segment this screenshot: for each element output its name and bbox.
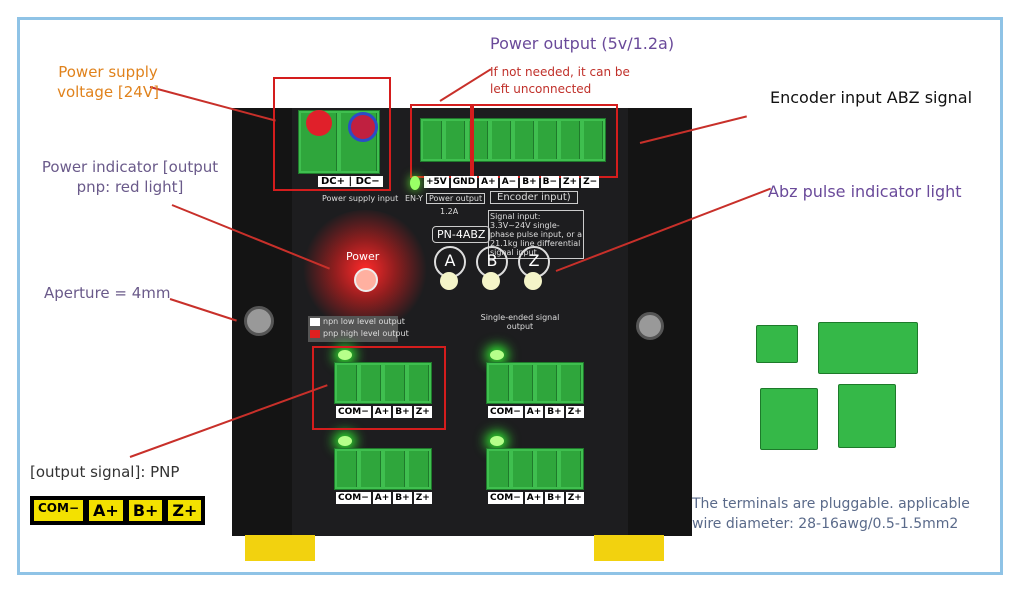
power-output-label: Power output — [426, 193, 486, 204]
output-terminal — [486, 448, 584, 490]
output-led — [490, 436, 504, 446]
output-type-legend — [308, 316, 398, 342]
output-pin-labels: COM−A+B+Z+ — [336, 492, 432, 504]
supply-voltage-annotation: Power supply voltage [24V] — [57, 63, 159, 101]
image-frame — [17, 17, 1003, 575]
power-indicator-annotation: Power indicator [output pnp: red light] — [41, 158, 219, 196]
highlight-encoder-input — [470, 104, 618, 178]
pin-legend: COM−A+B+Z+ — [30, 496, 206, 525]
pin-label: B+ — [393, 406, 412, 418]
pin-label: Z+ — [413, 492, 432, 504]
pin-label: +5V — [424, 176, 449, 188]
red-wire — [306, 110, 332, 136]
plug-terminal-4pin — [838, 384, 896, 448]
pin-label: Z+ — [565, 406, 584, 418]
output-signal-annotation: [output signal]: PNP — [30, 463, 180, 481]
pin-legend-item: Z+ — [166, 498, 204, 523]
npn-legend: npn low level output — [323, 317, 405, 326]
pin-label: A+ — [524, 406, 544, 418]
pin-label: Z+ — [565, 492, 584, 504]
pin-label: COM− — [336, 406, 371, 418]
mounting-hole — [636, 312, 664, 340]
pin-label: A+ — [479, 176, 498, 188]
aperture-annotation: Aperture = 4mm — [44, 284, 171, 302]
pin-label: B+ — [545, 406, 564, 418]
model-label: PN-4ABZ — [432, 226, 491, 243]
power-led — [354, 268, 378, 292]
pnp-swatch — [310, 330, 320, 338]
highlight-power-output — [410, 104, 474, 178]
plug-terminal-8pin — [818, 322, 918, 374]
plug-terminal-4pin — [760, 388, 818, 450]
output-terminal — [486, 362, 584, 404]
terminals-annotation: The terminals are pluggable. applicable … — [692, 496, 970, 532]
pin-label: Z− — [581, 176, 600, 188]
encoder-input-annotation: Encoder input ABZ signal — [770, 88, 973, 107]
output-led — [490, 350, 504, 360]
pin-label: A+ — [524, 492, 544, 504]
abz-indicator-annotation: Abz pulse indicator light — [768, 182, 962, 201]
pin-label: B+ — [520, 176, 539, 188]
highlight-power-supply — [273, 77, 391, 191]
en-led — [410, 176, 420, 190]
output-pin-labels: COM−A+B+Z+ — [488, 406, 584, 418]
led-z — [524, 272, 542, 290]
output-pin-labels: COM−A+B+Z+ — [336, 406, 432, 418]
pnp-legend: pnp high level output — [323, 329, 409, 338]
current-label: 1.2A — [440, 207, 459, 216]
output-terminal — [334, 362, 432, 404]
pin-label: Z+ — [413, 406, 432, 418]
pin-label: COM− — [336, 492, 371, 504]
led-a — [440, 272, 458, 290]
plug-terminal-2pin — [756, 325, 798, 363]
pin-label: Z+ — [561, 176, 580, 188]
pin-label: A+ — [372, 492, 392, 504]
pin-legend-item: A+ — [87, 498, 125, 523]
highlight-output-terminal — [312, 346, 446, 430]
power-supply-input-label: Power supply input — [322, 194, 399, 203]
output-led — [338, 350, 352, 360]
pin-label: GND — [450, 176, 478, 188]
led-b — [482, 272, 500, 290]
npn-swatch — [310, 318, 320, 326]
din-clip-right — [594, 535, 664, 561]
output-led — [338, 436, 352, 446]
mounting-hole — [244, 306, 274, 336]
pin-label: COM− — [488, 492, 523, 504]
pin-legend-item: B+ — [126, 498, 165, 523]
pin-label: COM− — [488, 406, 523, 418]
pin-label: A− — [499, 176, 519, 188]
dc-label: DC+ | DC− — [318, 176, 383, 187]
pin-label: B+ — [393, 492, 412, 504]
pin-label: A+ — [372, 406, 392, 418]
power-led-label: Power — [346, 250, 380, 263]
pin-legend-item: COM− — [32, 498, 86, 523]
encoder-input-label: Encoder input) — [490, 191, 578, 204]
din-clip-left — [245, 535, 315, 561]
blue-wire — [348, 112, 378, 142]
pin-label: B+ — [545, 492, 564, 504]
output-terminal — [334, 448, 432, 490]
unconnected-annotation: If not needed, it can be left unconnecte… — [490, 65, 630, 96]
en-label: EN-Y — [405, 194, 423, 203]
output-pin-labels: COM−A+B+Z+ — [488, 492, 584, 504]
pin-label: B− — [540, 176, 560, 188]
single-ended-label: Single-ended signal output — [480, 313, 560, 331]
power-output-annotation: Power output (5v/1.2a) — [490, 34, 675, 53]
